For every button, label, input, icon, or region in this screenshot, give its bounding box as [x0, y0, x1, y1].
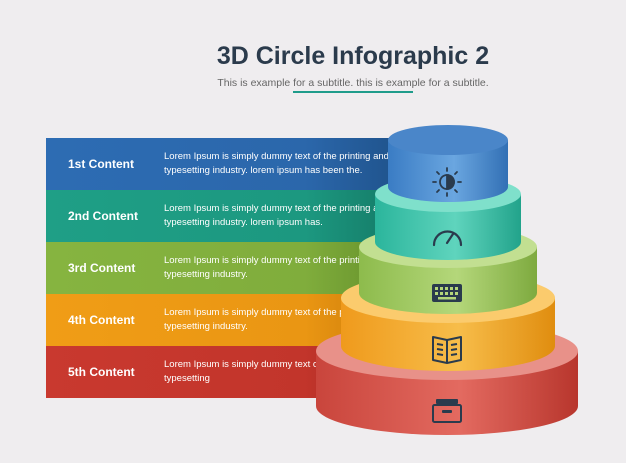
speedometer-icon — [432, 230, 463, 247]
content-band-1: 1st Content Lorem Ipsum is simply dummy … — [46, 138, 416, 190]
sun-icon — [432, 167, 462, 197]
content-text: Lorem Ipsum is simply dummy text of the … — [164, 307, 389, 332]
title-underline — [293, 91, 413, 93]
page-title: 3D Circle Infographic 2 — [216, 42, 490, 70]
content-text: Lorem Ipsum is simply dummy text of the … — [164, 255, 389, 280]
content-label: 1st Content — [68, 157, 134, 171]
page-subtitle: This is example for a subtitle. this is … — [217, 77, 489, 89]
content-label: 3rd Content — [68, 261, 136, 275]
cylinder-tier-1 — [388, 125, 508, 202]
content-label: 4th Content — [68, 313, 135, 327]
drawer-icon — [432, 399, 462, 423]
book-icon — [432, 336, 462, 364]
content-label: 5th Content — [68, 365, 135, 379]
content-band-2: 2nd Content Lorem Ipsum is simply dummy … — [46, 190, 416, 242]
content-text: Lorem Ipsum is simply dummy text of the … — [164, 151, 389, 176]
content-band-3: 3rd Content Lorem Ipsum is simply dummy … — [46, 242, 416, 294]
content-label: 2nd Content — [68, 209, 138, 223]
content-text: Lorem Ipsum is simply dummy text of the … — [164, 359, 389, 384]
keyboard-icon — [432, 284, 462, 302]
content-text: Lorem Ipsum is simply dummy text of the … — [164, 203, 389, 228]
